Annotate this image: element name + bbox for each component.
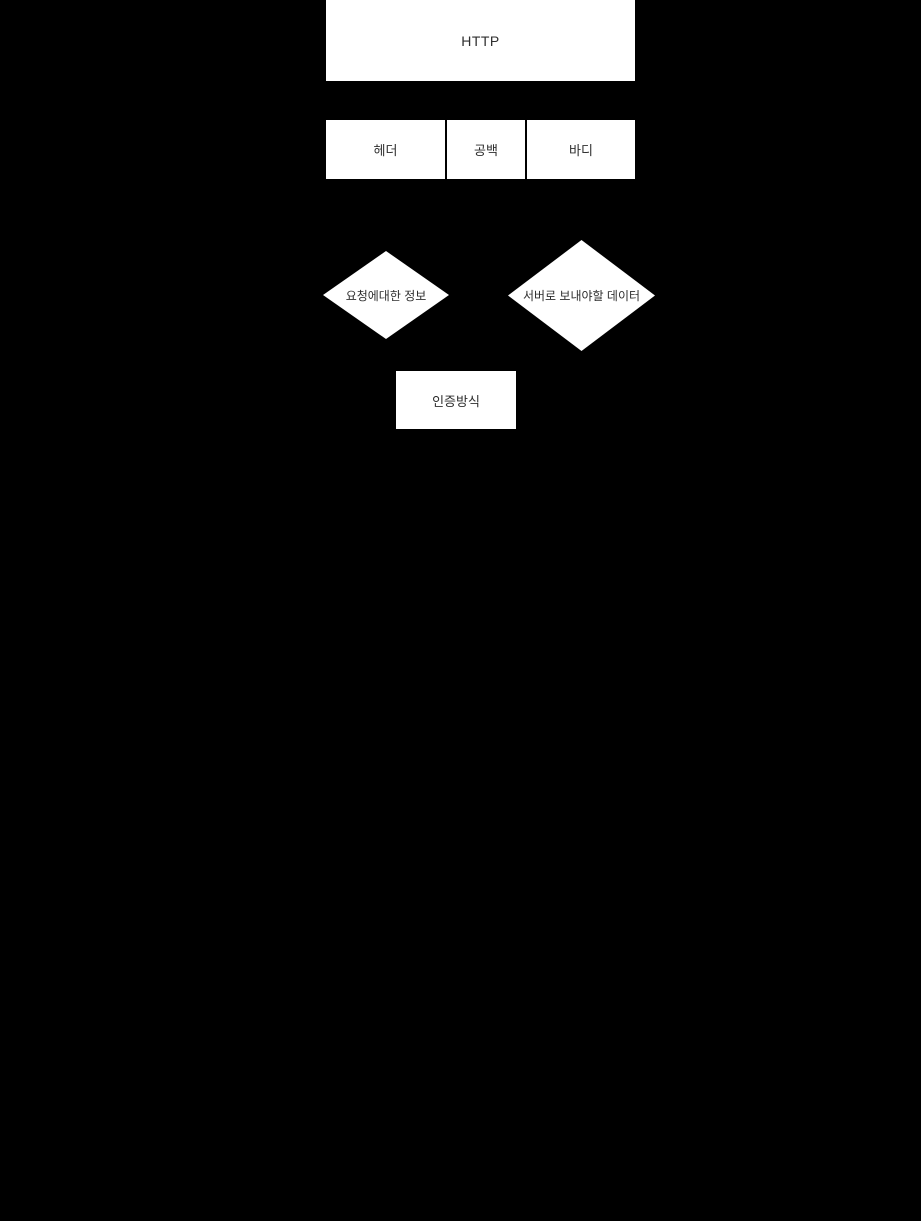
auth-method-node: 인증방식 (396, 371, 516, 429)
auth-method-node-label: 인증방식 (432, 393, 480, 409)
http-node-label: HTTP (461, 32, 500, 49)
blank-segment-label: 공백 (474, 143, 498, 158)
body-segment-node: 바디 (527, 120, 635, 179)
header-segment-label: 헤더 (373, 143, 398, 158)
server-data-diamond-node: 서버로 보내야할 데이터 (508, 240, 655, 351)
request-info-diamond-label: 요청에대한 정보 (345, 288, 427, 303)
http-structure-row: 헤더 공백 바디 (326, 120, 635, 179)
server-data-diamond-label: 서버로 보내야할 데이터 (522, 289, 641, 303)
header-segment-node: 헤더 (326, 120, 445, 179)
blank-segment-node: 공백 (447, 120, 525, 179)
request-info-diamond-node: 요청에대한 정보 (323, 251, 449, 339)
http-node: HTTP (326, 0, 635, 81)
body-segment-label: 바디 (569, 143, 593, 158)
